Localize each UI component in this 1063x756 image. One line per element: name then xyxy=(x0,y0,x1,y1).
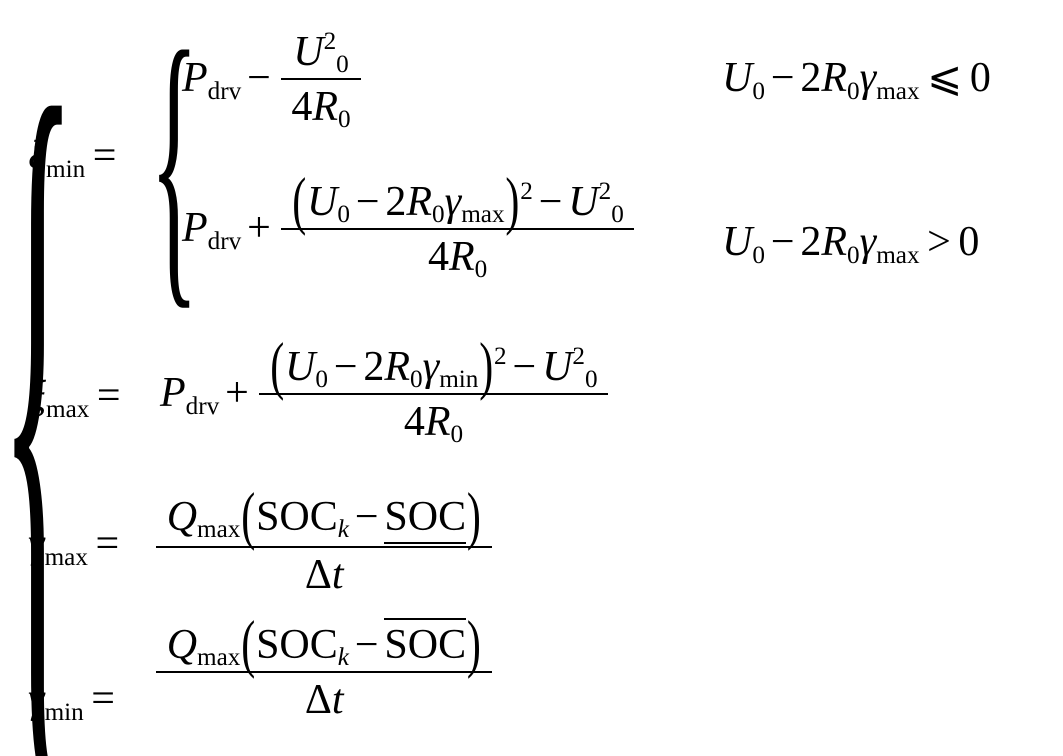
minus-operator: − xyxy=(770,219,795,265)
u-squared-over-4r-fraction: U20 4R0 xyxy=(280,28,362,133)
case-2-fraction: (U0−2R0γmax)2−U20 4R0 xyxy=(280,166,635,283)
p-symbol: P xyxy=(182,55,208,102)
case-2-condition: U0−2R0γmax>0 xyxy=(722,219,980,269)
fraction-numerator: U20 xyxy=(293,28,349,79)
fraction-denominator: 4R0 xyxy=(280,77,362,133)
coefficient-2: 2 xyxy=(800,219,822,265)
gamma-symbol: γ xyxy=(444,178,462,225)
fraction-denominator: Δt xyxy=(156,670,493,724)
r-symbol: R xyxy=(821,219,848,265)
xi-min-label: ξmin= xyxy=(28,133,117,183)
equals-sign: = xyxy=(91,676,115,722)
gamma-min-label: γmin= xyxy=(28,676,115,726)
r-symbol: R xyxy=(406,178,433,225)
coefficient-2: 2 xyxy=(800,55,822,101)
u-symbol: U xyxy=(293,28,324,75)
soc-upper-bound: SOC xyxy=(384,617,467,669)
gamma-max-fraction: Qmax(SOCk−SOC) Δt xyxy=(156,481,493,599)
gamma-min-fraction: Qmax(SOCk−SOC) Δt xyxy=(156,609,493,724)
coefficient-4: 4 xyxy=(427,233,449,280)
paren-open: ( xyxy=(270,331,285,403)
u-symbol-2: U xyxy=(568,178,599,225)
plus-operator: + xyxy=(247,205,271,252)
p-symbol: P xyxy=(160,370,186,417)
xi-max-expression: Pdrv+ (U0−2R0γmin)2−U20 4R0 xyxy=(160,331,612,448)
xi-symbol: ξ xyxy=(28,133,46,179)
q-symbol: Q xyxy=(166,621,198,668)
inner-piecewise-brace: { xyxy=(150,0,199,335)
paren-close: ) xyxy=(466,481,481,553)
fraction-numerator: (U0−2R0γmax)2−U20 xyxy=(292,166,624,238)
delta-symbol: Δ xyxy=(304,551,332,598)
coefficient-4: 4 xyxy=(403,398,425,445)
fraction-numerator: Qmax(SOCk−SOC) xyxy=(166,609,481,681)
delta-symbol: Δ xyxy=(304,676,332,723)
paren-close: ) xyxy=(505,166,520,238)
coefficient-2: 2 xyxy=(363,343,385,390)
greater-than-sign: > xyxy=(927,219,951,265)
case-2-expression: Pdrv+ (U0−2R0γmax)2−U20 4R0 xyxy=(182,166,638,283)
coefficient-4: 4 xyxy=(291,83,313,130)
gamma-symbol: γ xyxy=(28,676,45,722)
gamma-symbol: γ xyxy=(859,55,877,101)
zero-value: 0 xyxy=(958,219,980,265)
coefficient-2: 2 xyxy=(385,178,407,225)
r-symbol: R xyxy=(448,233,475,280)
paren-open: ( xyxy=(292,166,307,238)
gamma-max-expression: Qmax(SOCk−SOC) Δt xyxy=(152,481,496,601)
minus-operator: − xyxy=(247,55,271,102)
fraction-denominator: 4R0 xyxy=(258,392,609,448)
gamma-symbol: γ xyxy=(28,521,45,567)
less-than-or-equal-sign: ⩽ xyxy=(927,55,963,101)
time-variable: t xyxy=(331,676,344,723)
minus-operator: − xyxy=(354,493,379,540)
paren-close: ) xyxy=(479,331,494,403)
gamma-symbol: γ xyxy=(859,219,877,265)
r-symbol: R xyxy=(424,398,451,445)
outer-system-brace: { xyxy=(0,0,77,756)
soc-symbol: SOC xyxy=(256,493,338,540)
r-symbol: R xyxy=(384,343,411,390)
paren-open: ( xyxy=(241,609,256,681)
case-1-expression: Pdrv− U20 4R0 xyxy=(182,28,365,133)
gamma-min-expression: Qmax(SOCk−SOC) Δt xyxy=(152,609,496,726)
equals-sign: = xyxy=(92,133,117,179)
equals-sign: = xyxy=(95,521,120,567)
fraction-numerator: Qmax(SOCk−SOC) xyxy=(166,481,481,553)
zero-value: 0 xyxy=(969,55,991,101)
paren-open: ( xyxy=(241,481,256,553)
fraction-denominator: 4R0 xyxy=(280,227,635,283)
minus-operator: − xyxy=(770,55,795,101)
gamma-max-label: γmax= xyxy=(28,521,120,571)
soc-symbol: SOC xyxy=(256,621,338,668)
u-symbol: U xyxy=(722,219,753,265)
minus-operator: − xyxy=(355,178,380,225)
paren-close: ) xyxy=(466,609,481,681)
xi-symbol: ξ xyxy=(28,373,46,419)
gamma-symbol: γ xyxy=(422,343,440,390)
u-symbol-2: U xyxy=(542,343,573,390)
u-symbol: U xyxy=(722,55,753,101)
time-variable: t xyxy=(331,551,344,598)
xi-max-fraction: (U0−2R0γmin)2−U20 4R0 xyxy=(258,331,609,448)
q-symbol: Q xyxy=(166,493,198,540)
soc-lower-bound: SOC xyxy=(384,493,467,544)
minus-operator-2: − xyxy=(512,343,537,390)
xi-max-label: ξmax= xyxy=(28,373,121,423)
minus-operator-2: − xyxy=(538,178,563,225)
plus-operator: + xyxy=(225,370,249,417)
r-symbol: R xyxy=(312,83,339,130)
equals-sign: = xyxy=(96,373,121,419)
u-symbol: U xyxy=(307,178,338,225)
r-symbol: R xyxy=(821,55,848,101)
u-symbol: U xyxy=(285,343,316,390)
fraction-denominator: Δt xyxy=(156,545,493,599)
minus-operator: − xyxy=(333,343,358,390)
minus-operator: − xyxy=(354,621,379,668)
p-symbol: P xyxy=(182,205,208,252)
case-1-condition: U0−2R0γmax⩽0 xyxy=(722,55,991,105)
fraction-numerator: (U0−2R0γmin)2−U20 xyxy=(270,331,598,403)
